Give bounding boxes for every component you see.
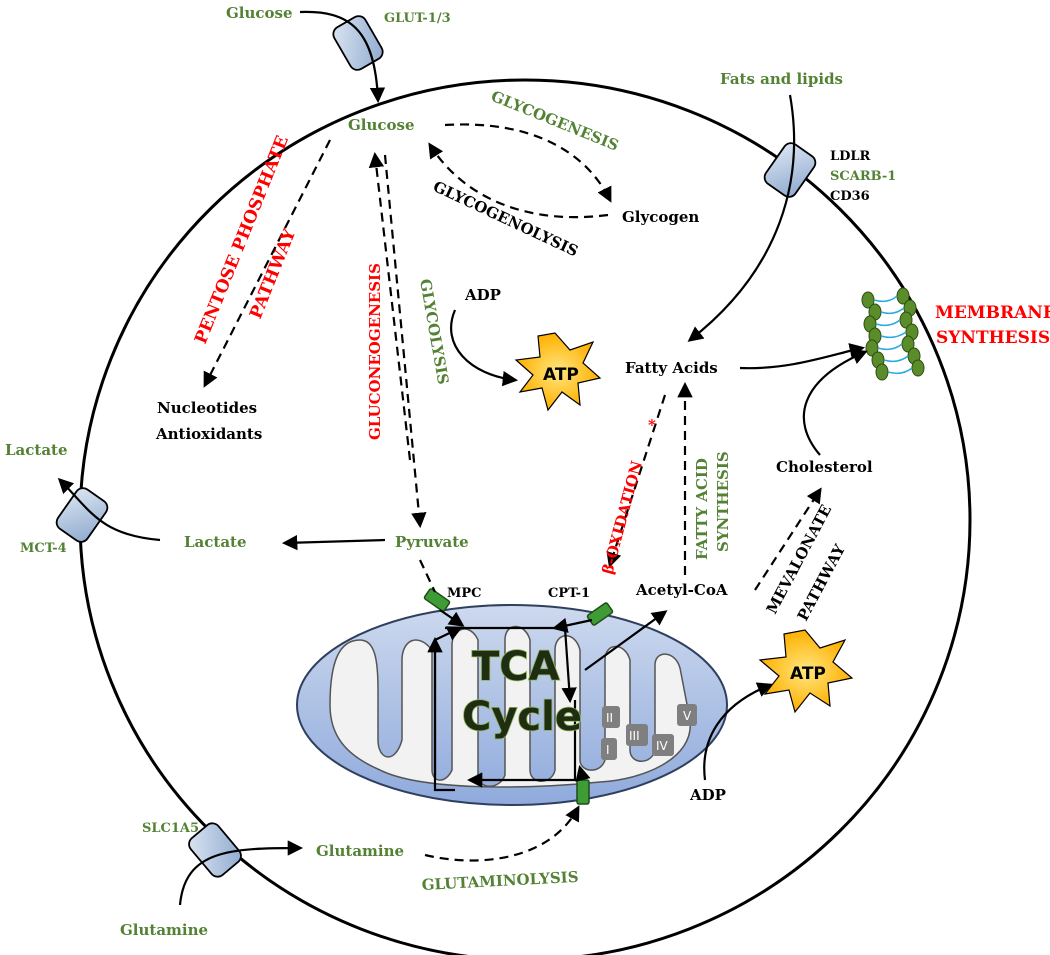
antioxidants-label: Antioxidants — [155, 425, 262, 443]
tca-label-1: TCA — [472, 644, 560, 690]
complex-v: V — [683, 709, 692, 723]
glycogenolysis-label: GLYCOGENOLYSIS — [430, 177, 581, 260]
acetyl-coa-label: Acetyl-CoA — [635, 581, 728, 599]
mitochondrion — [296, 604, 728, 806]
glut-label: GLUT-1/3 — [384, 11, 451, 26]
glucose-inside-label: Glucose — [348, 116, 415, 134]
complex-ii: II — [606, 711, 613, 725]
glutamine-outside-label: Glutamine — [120, 921, 208, 939]
fats-lipids-label: Fats and lipids — [720, 70, 843, 88]
tca-label-2: Cycle — [462, 694, 582, 740]
glutamine-channel — [576, 779, 590, 805]
glut-transporter — [332, 15, 384, 71]
nucleotides-label: Nucleotides — [157, 399, 257, 417]
electron-transport-chain: II I III IV V — [601, 704, 697, 760]
mpc-label: MPC — [447, 586, 482, 601]
beta-oxidation-asterisk: * — [648, 416, 656, 434]
tca-cycle-arrows — [427, 626, 577, 792]
complex-iv: IV — [656, 739, 669, 753]
lactate-inside-label: Lactate — [184, 533, 247, 551]
glutamine-inside-label: Glutamine — [316, 842, 404, 860]
beta-oxidation-label: β-OXIDATION — [598, 459, 646, 576]
fatty-acids-label: Fatty Acids — [625, 359, 718, 377]
adp-mito-label: ADP — [689, 786, 726, 804]
pyruvate-label: Pyruvate — [395, 533, 469, 551]
cd36-label: CD36 — [830, 189, 870, 204]
glutaminolysis-label: GLUTAMINOLYSIS — [421, 868, 579, 894]
adp-top-label: ADP — [464, 286, 501, 304]
fas-label-1: FATTY ACID — [693, 458, 711, 560]
glycogen-label: Glycogen — [622, 208, 699, 226]
cholesterol-label: Cholesterol — [776, 458, 873, 476]
complex-i: I — [606, 743, 610, 757]
mct4-label: MCT-4 — [20, 541, 67, 556]
gluconeogenesis-label: GLUCONEOGENESIS — [366, 263, 384, 440]
membrane-label-1: MEMBRANE — [935, 303, 1050, 323]
lactate-outside-label: Lactate — [5, 441, 68, 459]
slc1a5-transporter — [188, 822, 242, 878]
fas-label-2: SYNTHESIS — [714, 451, 732, 552]
mct4-transporter — [55, 487, 109, 543]
atp-star-mito: ATP — [758, 629, 854, 714]
scarb1-label: SCARB-1 — [830, 169, 896, 184]
glucose-outside-label: Glucose — [226, 4, 293, 22]
glycolysis-label: GLYCOLYSIS — [416, 278, 452, 386]
ldlr-transporter — [763, 142, 817, 198]
membrane-bilayer-icon — [861, 287, 925, 381]
mpc-channel — [423, 588, 451, 612]
cpt1-label: CPT-1 — [548, 586, 590, 601]
atp-mito-label: ATP — [790, 664, 826, 684]
ldlr-label: LDLR — [830, 149, 871, 164]
atp-top-label: ATP — [543, 365, 579, 385]
slc1a5-label: SLC1A5 — [142, 821, 199, 836]
ppp-label-2: PATHWAY — [246, 225, 300, 321]
atp-star-top: ATP — [514, 332, 602, 412]
complex-iii: III — [629, 729, 640, 743]
membrane-label-2: SYNTHESIS — [936, 328, 1050, 348]
pathway-arrows — [57, 10, 868, 906]
